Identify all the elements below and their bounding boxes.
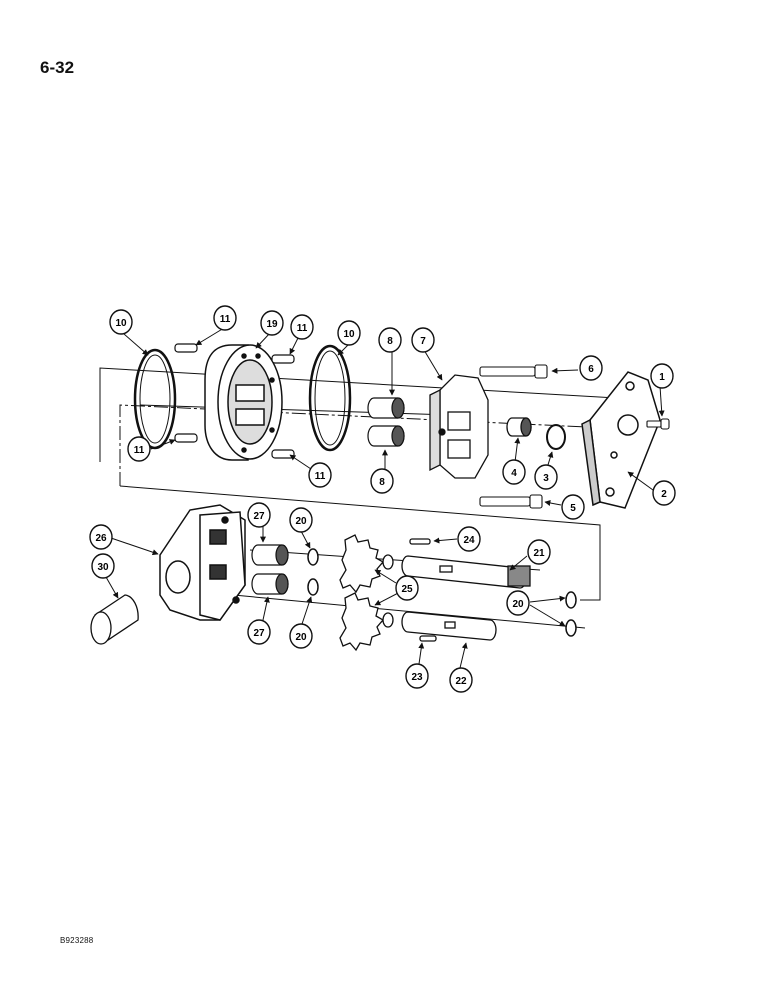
screw: [646, 418, 670, 430]
callout-7: 7: [411, 327, 435, 353]
callout-label: 6: [588, 364, 594, 375]
mounting-flange: [581, 371, 661, 509]
callout-label: 4: [511, 468, 517, 479]
thrust-washers: [307, 548, 577, 637]
seal-parts: [506, 417, 566, 450]
callout-8-top: 8: [378, 327, 402, 353]
shafts: [401, 538, 531, 642]
callout-30: 30: [91, 553, 115, 579]
dowel-pins: [174, 343, 295, 459]
o-ring-left: [133, 348, 177, 450]
callout-label: 10: [115, 318, 127, 329]
callout-label: 1: [659, 372, 665, 383]
callout-20-bottom-left: 20: [289, 623, 313, 649]
sleeve: [90, 594, 139, 645]
callout-11-top-right: 11: [290, 314, 314, 340]
callout-3: 3: [534, 464, 558, 490]
callout-22: 22: [449, 667, 473, 693]
front-plate: [429, 374, 489, 479]
leader-lines: [105, 327, 665, 669]
callout-11-bottom-right: 11: [308, 462, 332, 488]
bushings-front: [367, 397, 405, 447]
callout-label: 26: [95, 533, 107, 544]
callout-4: 4: [502, 459, 526, 485]
callout-25: 25: [395, 575, 419, 601]
callout-label: 8: [387, 336, 393, 347]
callout-label: 11: [315, 471, 326, 482]
callout-26: 26: [89, 524, 113, 550]
callout-label: 10: [343, 329, 355, 340]
callout-10-left: 10: [109, 309, 133, 335]
gears: [339, 534, 394, 652]
callout-27-bottom: 27: [247, 619, 271, 645]
callout-24: 24: [457, 526, 481, 552]
callout-label: 20: [512, 599, 524, 610]
callout-20-top-left: 20: [289, 507, 313, 533]
figure-code: B923288: [60, 936, 94, 945]
bushings-rear: [251, 544, 289, 595]
callout-label: 11: [220, 314, 231, 325]
callout-1: 1: [650, 363, 674, 389]
callout-label: 2: [661, 489, 667, 500]
callout-label: 27: [253, 628, 265, 639]
callout-8-bottom: 8: [370, 468, 394, 494]
callout-label: 8: [379, 477, 385, 488]
callout-20-right: 20: [506, 590, 530, 616]
callout-6: 6: [579, 355, 603, 381]
callout-label: 23: [411, 672, 423, 683]
callout-label: 20: [295, 632, 307, 643]
callout-23: 23: [405, 663, 429, 689]
callout-label: 3: [543, 473, 549, 484]
callout-27-top: 27: [247, 502, 271, 528]
callout-label: 25: [401, 584, 413, 595]
callout-5: 5: [561, 494, 585, 520]
page-number: 6-32: [40, 58, 75, 77]
callout-2: 2: [652, 480, 676, 506]
o-ring-right: [308, 344, 352, 452]
callout-21: 21: [527, 539, 551, 565]
rear-body: [159, 504, 246, 621]
callout-11-top-left: 11: [213, 305, 237, 331]
callout-19: 19: [260, 310, 284, 336]
callout-label: 20: [295, 516, 307, 527]
callout-label: 30: [97, 562, 109, 573]
gear-housing: [204, 344, 283, 461]
callout-label: 11: [134, 445, 145, 456]
callout-label: 27: [253, 511, 265, 522]
callout-11-bottom-left: 11: [127, 436, 151, 462]
callout-10-right: 10: [337, 320, 361, 346]
callout-label: 19: [266, 319, 278, 330]
bolts: [479, 364, 548, 509]
callout-label: 7: [420, 336, 426, 347]
callout-label: 24: [463, 535, 475, 546]
callout-label: 11: [297, 323, 308, 334]
callout-label: 22: [455, 676, 467, 687]
callout-label: 5: [570, 503, 576, 514]
callout-label: 21: [533, 548, 545, 559]
